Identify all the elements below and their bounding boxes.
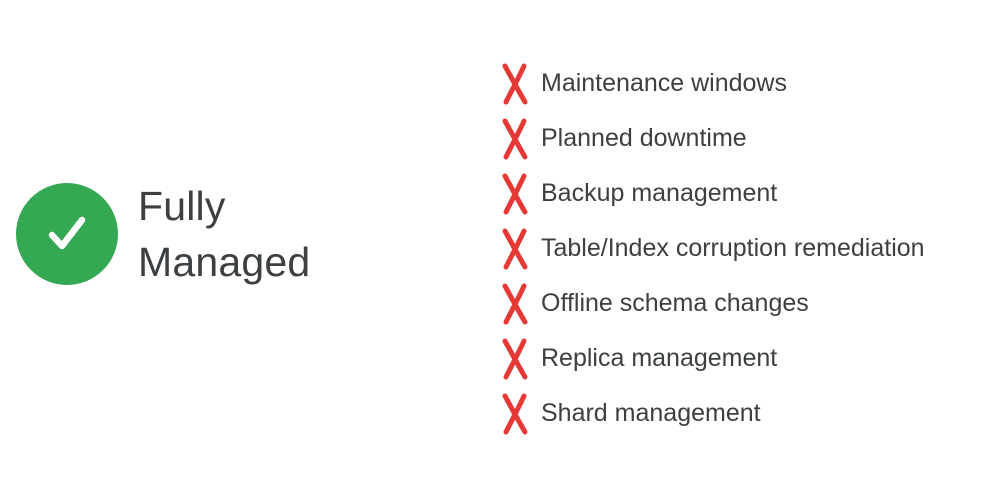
red-x-icon <box>502 118 528 159</box>
list-item-label: Backup management <box>541 179 778 207</box>
list-item-label: Shard management <box>541 399 761 427</box>
red-x-icon <box>502 228 528 269</box>
list-item: Shard management <box>500 386 925 441</box>
red-x-icon <box>502 283 528 324</box>
list-item: Planned downtime <box>500 111 925 166</box>
list-item: Table/Index corruption remediation <box>500 221 925 276</box>
list-item: Replica management <box>500 331 925 386</box>
headline-line-1: Fully <box>138 183 226 229</box>
list-item-label: Maintenance windows <box>541 69 787 97</box>
red-x-icon <box>502 63 528 104</box>
eliminated-tasks-list: Maintenance windows Planned downtime Bac… <box>500 56 925 441</box>
check-circle-icon <box>16 183 118 285</box>
headline: Fully Managed <box>138 178 310 290</box>
list-item: Offline schema changes <box>500 276 925 331</box>
list-item-label: Offline schema changes <box>541 289 809 317</box>
list-item-label: Table/Index corruption remediation <box>541 234 925 262</box>
list-item-label: Planned downtime <box>541 124 747 152</box>
fully-managed-badge: Fully Managed <box>16 178 310 290</box>
list-item: Backup management <box>500 166 925 221</box>
red-x-icon <box>502 173 528 214</box>
list-item: Maintenance windows <box>500 56 925 111</box>
red-x-icon <box>502 338 528 379</box>
checkmark-icon <box>48 216 86 250</box>
list-item-label: Replica management <box>541 344 778 372</box>
headline-line-2: Managed <box>138 239 311 285</box>
red-x-icon <box>502 393 528 434</box>
